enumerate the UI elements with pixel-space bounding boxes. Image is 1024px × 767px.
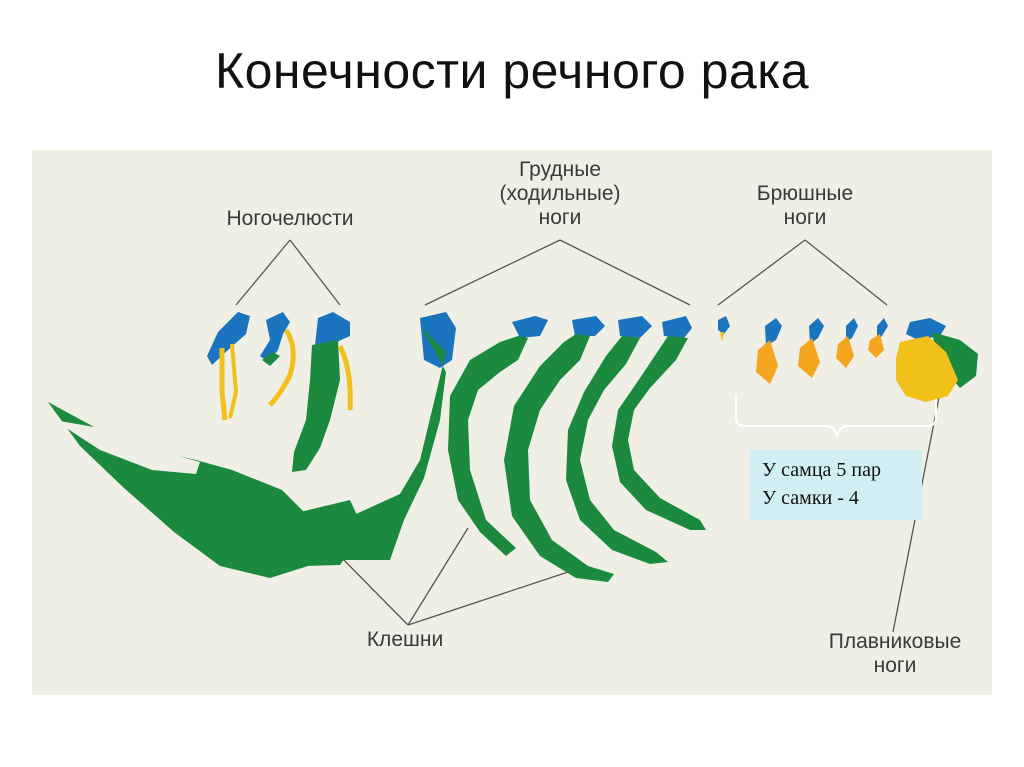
tail-fan-group <box>896 318 978 402</box>
label-thoracic-legs: Грудные (ходильные) ноги <box>460 158 660 230</box>
pointer-lines <box>235 239 941 633</box>
walking-legs-group <box>448 316 706 582</box>
label-abdominal-line1: Брюшные <box>756 182 854 205</box>
label-swimmerets: Плавниковые ноги <box>800 630 990 678</box>
label-abdominal-legs: Брюшные ноги <box>720 182 890 230</box>
maxillipeds-group <box>207 312 353 472</box>
label-maxillipeds: Ногочелюсти <box>226 207 354 230</box>
label-abdominal-line2: ноги <box>783 206 827 229</box>
label-thoracic-line1: Грудные <box>518 158 602 181</box>
label-thoracic-line2: (ходильные) <box>499 182 621 205</box>
note-line-female: У самки - 4 <box>762 487 859 509</box>
claw-leg-big <box>48 312 456 578</box>
label-thoracic-line3: ноги <box>538 206 582 229</box>
abdominal-legs-group <box>718 316 888 384</box>
note-line-male: У самца 5 пар <box>762 459 881 481</box>
sex-difference-note: У самца 5 пар У самки - 4 <box>750 450 922 520</box>
label-swimmerets-line2: ноги <box>873 654 917 677</box>
page-title: Конечности речного рака <box>214 43 810 99</box>
label-claws: Клешни <box>366 628 444 651</box>
label-swimmerets-line1: Плавниковые <box>828 630 962 653</box>
